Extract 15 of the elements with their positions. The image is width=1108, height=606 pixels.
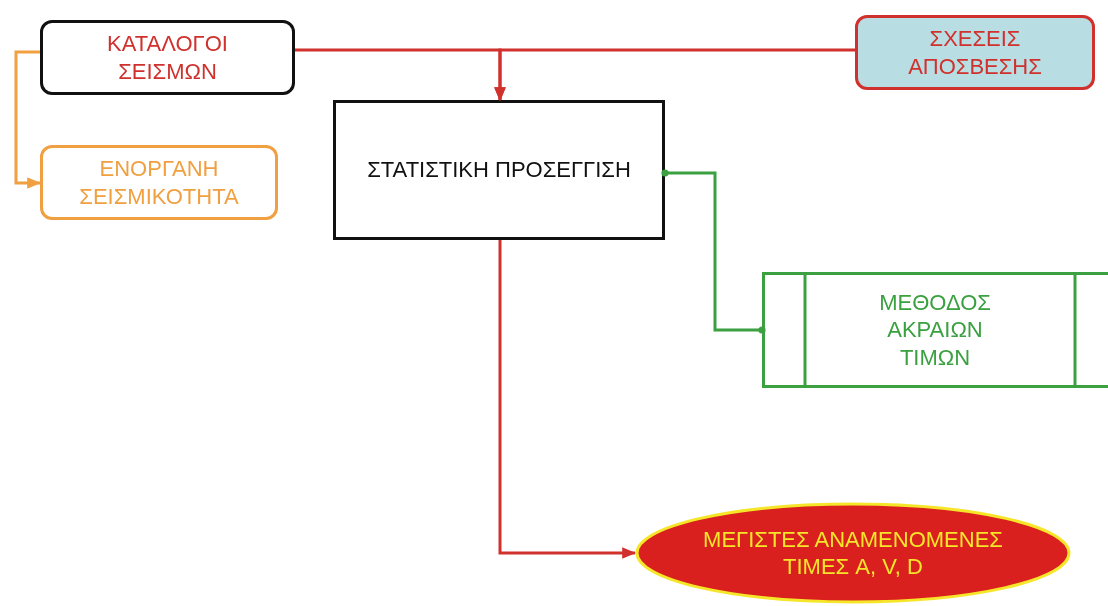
node-label: ΕΝΟΡΓΑΝΗ ΣΕΙΣΜΙΚΟΤΗΤΑ (78, 155, 240, 210)
connector-arrow (498, 240, 637, 559)
node-label: ΣΤΑΤΙΣΤΙΚΗ ΠΡΟΣΕΓΓΙΣΗ (367, 156, 631, 184)
process-box (333, 100, 665, 240)
connector-arrow (14, 50, 42, 189)
output-box (40, 145, 278, 220)
node-label: ΚΑΤΑΛΟΓΟΙ ΣΕΙΣΜΩΝ (106, 30, 229, 85)
source-box (40, 20, 295, 95)
result-ellipse (635, 502, 1071, 604)
connector-arrow (494, 48, 855, 102)
node-label: ΜΕΓΙΣΤΕΣ ΑΝΑΜΕΝΟΜΕΝΕΣ ΤΙΜΕΣ A, V, D (702, 525, 1004, 581)
node-label: ΜΕΘΟΔΟΣ ΑΚΡΑΙΩΝ ΤΙΜΩΝ (878, 288, 992, 372)
node-label: ΣΧΕΣΕΙΣ ΑΠΟΣΒΕΣΗΣ (907, 25, 1043, 80)
source-box (855, 15, 1095, 90)
predefined-process-box (762, 272, 1108, 388)
